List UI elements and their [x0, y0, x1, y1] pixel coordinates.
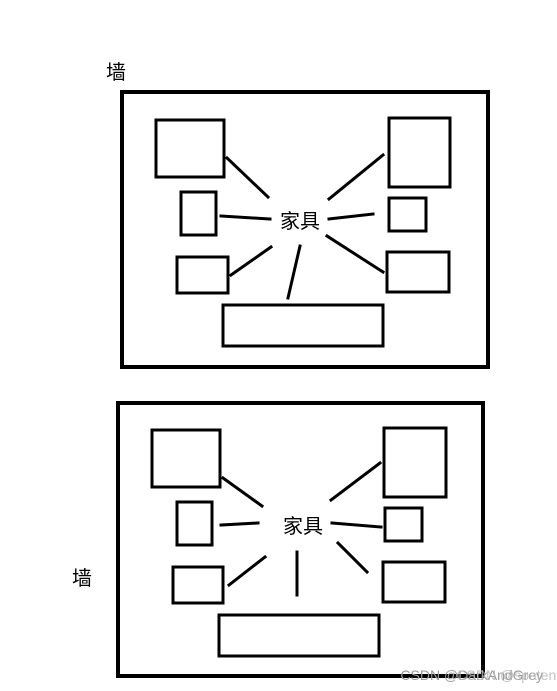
watermark-text: CSDN @DarkAndGrey [400, 667, 543, 683]
furniture-box [387, 196, 428, 233]
wall-outline [120, 90, 490, 369]
furniture-box [175, 500, 214, 547]
furniture-box [217, 613, 381, 658]
furniture-box [387, 116, 452, 189]
furniture-box [175, 255, 230, 295]
furniture-label: 家具 [283, 514, 323, 538]
furniture-label: 家具 [280, 209, 320, 233]
furniture-box [221, 303, 385, 348]
furniture-box [381, 560, 447, 604]
room-diagram-bottom: 墙 家具 [72, 401, 485, 678]
connector-lines [219, 152, 386, 300]
watermark: CSDN @DarkAndGrey CSDN @spaten321 [400, 667, 557, 683]
furniture-box [150, 428, 222, 489]
furniture-box [171, 565, 225, 605]
furniture-box [383, 506, 424, 543]
furniture-box [385, 250, 451, 294]
furniture-box [179, 190, 218, 237]
furniture-box [382, 426, 448, 499]
furniture-box [154, 118, 226, 179]
watermark-overlap-text: CSDN @spaten321 [456, 667, 557, 683]
room-diagram-top: 墙 家具 [106, 60, 490, 369]
wall-label: 墙 [106, 60, 126, 84]
wall-outline [116, 401, 485, 678]
connector-lines [219, 460, 383, 597]
wall-label: 墙 [72, 566, 92, 590]
